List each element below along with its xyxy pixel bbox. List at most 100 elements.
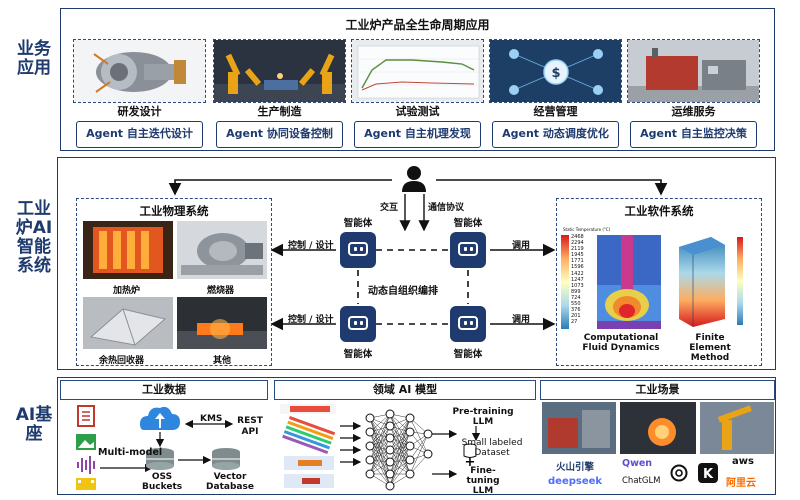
fem-label: Finite Element Method	[689, 333, 731, 363]
small-dataset-label: Small labeled Dataset	[461, 438, 523, 458]
agent-label-bl: 智能体	[343, 349, 373, 360]
nn-edge	[409, 433, 429, 461]
dataset-icon	[463, 443, 477, 458]
nn-node	[365, 441, 375, 451]
nn-node	[423, 429, 433, 439]
nn-edge	[369, 431, 391, 463]
heating-furnace-image	[83, 221, 173, 279]
comm-label: 通信协议	[428, 203, 465, 213]
nn-edge	[389, 437, 411, 461]
legend-value: 1247	[571, 276, 584, 283]
nn-edge	[369, 413, 391, 461]
chatglm-logo: ChatGLM	[622, 476, 661, 486]
robot-icon[interactable]	[340, 232, 376, 268]
physical-item-label: 其他	[213, 356, 232, 366]
nn-edge	[389, 449, 411, 475]
business-panel: 工业炉产品全生命周期应用 研发设计 Agent 自主迭代设计	[60, 8, 775, 151]
nn-node	[405, 469, 415, 479]
base-panel: 工业数据	[57, 377, 776, 496]
physical-item-label: 加热炉	[113, 286, 141, 296]
legend-title: Static Temperature (°C)	[563, 227, 611, 232]
nn-edge	[389, 417, 411, 463]
nn-node	[385, 457, 395, 467]
industrial-scene-title: 工业场景	[540, 380, 775, 400]
industrial-scene-panel: 工业场景 火山引擎 Qwen deepseek ChatGLM K aws 阿里…	[540, 378, 775, 494]
nn-edge	[369, 437, 391, 475]
stage-label: 生产制造	[257, 105, 302, 118]
kms-label: KMS	[200, 414, 223, 424]
robot-eye	[470, 321, 473, 325]
interact-label: 交互	[380, 203, 399, 213]
nn-edge	[389, 417, 411, 439]
aliyun-logo: 阿里云	[726, 478, 756, 489]
software-title: 工业软件系统	[624, 204, 694, 218]
scene-photos	[542, 402, 774, 454]
layer-label-text: 工业炉AI智能系统	[15, 199, 53, 276]
agent-button-design[interactable]: Agent 自主迭代设计	[76, 121, 203, 148]
legend-value: 1771	[571, 258, 584, 265]
data-flow-diagram	[76, 405, 240, 490]
agent-button-discovery[interactable]: Agent 自主机理发现	[354, 121, 481, 148]
system-panel: 交互 通信协议 动态自组织编排 控制 / 设计 控制 / 设计 调用 调用 智能…	[57, 157, 776, 370]
legend-value: 376	[571, 307, 581, 314]
pretrain-label: Pre-training LLM	[452, 407, 514, 427]
deepseek-logo: deepseek	[548, 476, 603, 487]
legend-value: 899	[571, 288, 581, 295]
qwen-logo: Qwen	[622, 458, 653, 469]
svg-text:+: +	[465, 455, 476, 470]
vector-database-icon	[212, 448, 240, 470]
nn-node	[385, 445, 395, 455]
stage-label: 运维服务	[671, 105, 716, 118]
document-icon	[77, 405, 95, 427]
robot-eye	[354, 321, 357, 325]
burner-illustration	[177, 221, 267, 279]
business-title: 工业炉产品全生命周期应用	[345, 18, 490, 32]
nn-node	[385, 481, 395, 491]
robot-icon[interactable]	[340, 306, 376, 342]
legend-value: 2468	[571, 234, 584, 240]
nn-edge	[409, 431, 429, 455]
multimodel-label: Multi-model	[98, 447, 163, 458]
legend-value: 201	[571, 313, 581, 320]
stage-management-image: $	[489, 39, 622, 103]
agent-label-br: 智能体	[453, 349, 483, 360]
agent-button-control[interactable]: Agent 协同设备控制	[216, 121, 343, 148]
nn-edge	[369, 449, 391, 475]
nn-edge	[369, 431, 391, 475]
nn-edge	[389, 437, 411, 475]
robot-eye	[360, 247, 363, 251]
layer-label-text: AI基座	[15, 405, 53, 444]
nn-node	[365, 455, 375, 465]
volcano-engine-logo: 火山引擎	[556, 462, 595, 473]
turbine-illustration	[74, 40, 205, 102]
legend-value: 1596	[571, 264, 584, 271]
orchestrate-label: 动态自组织编排	[368, 286, 438, 297]
nn-node	[405, 413, 415, 423]
nn-edge	[369, 437, 391, 461]
nn-edge	[369, 417, 391, 463]
agent-label-tl: 智能体	[343, 218, 373, 229]
physical-item-label: 余热回收器	[99, 356, 145, 366]
layer-label-text: 业务应用	[17, 39, 51, 78]
nn-node	[405, 427, 415, 437]
nn-node	[385, 433, 395, 443]
robot-eye	[360, 321, 363, 325]
robot-icon[interactable]	[450, 232, 486, 268]
test-curve-illustration	[352, 40, 483, 102]
aws-logo: aws	[732, 456, 754, 467]
nn-edge	[389, 425, 411, 447]
robot-icon[interactable]	[450, 306, 486, 342]
agent-button-scheduling[interactable]: Agent 动态调度优化	[492, 121, 619, 148]
nn-node	[385, 421, 395, 431]
legend-value: 1073	[571, 282, 584, 289]
fem-plot	[679, 237, 725, 327]
robot-face	[348, 242, 368, 256]
agent-button-monitoring[interactable]: Agent 自主监控决策	[630, 121, 757, 148]
nn-node	[385, 409, 395, 419]
sample-plots	[280, 404, 336, 488]
finetune-label: Fine-tuning LLM	[466, 466, 500, 496]
stage-manufacturing-image	[213, 39, 346, 103]
user-icon	[402, 166, 426, 192]
